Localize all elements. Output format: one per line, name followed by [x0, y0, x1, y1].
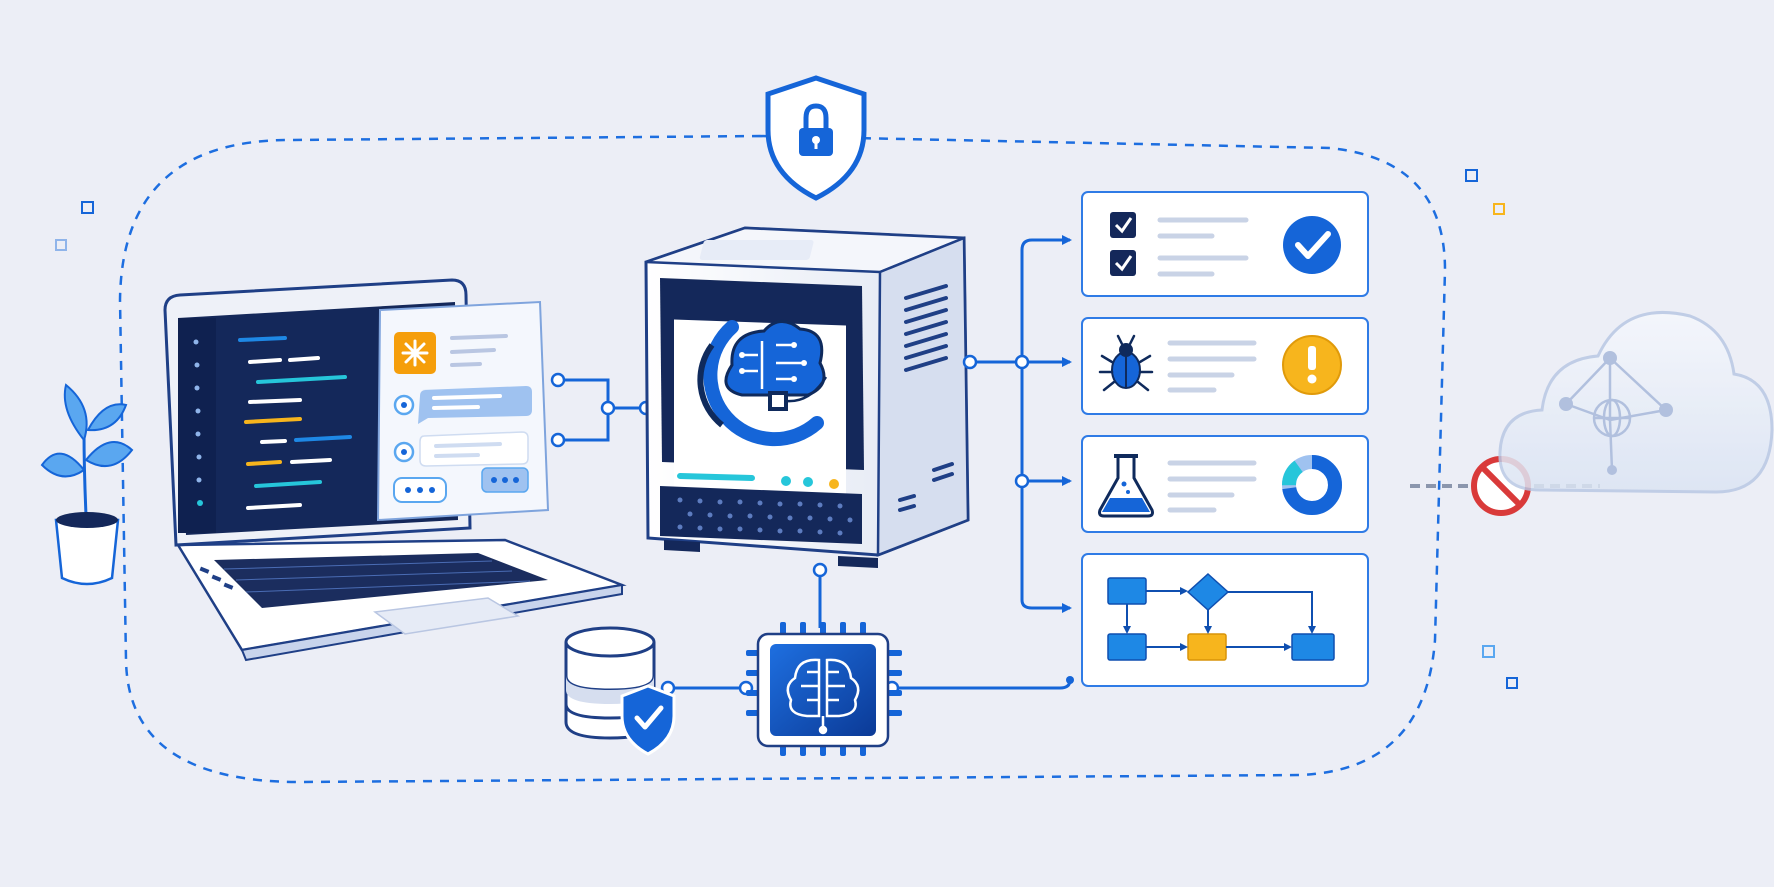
link-server-panels — [970, 238, 1070, 610]
chat-panel-icon — [376, 300, 550, 522]
task-panel-workflow — [1081, 553, 1369, 687]
link-chip-workflow — [892, 679, 1072, 690]
server-box-icon — [644, 226, 970, 568]
bug-icon — [1098, 334, 1154, 392]
trust-boundary — [118, 134, 1447, 784]
warning-circle-icon — [1282, 335, 1342, 395]
cloud-network-icon — [1498, 311, 1774, 494]
task-panel-review — [1081, 191, 1369, 297]
link-laptop-server — [558, 378, 646, 442]
flowchart-icon — [1107, 572, 1335, 661]
ai-brain-logo-icon — [697, 320, 828, 447]
decor-squares — [55, 169, 1518, 689]
task-panel-debug — [1081, 317, 1369, 415]
shield-lock-icon — [765, 75, 867, 201]
flask-icon — [1098, 454, 1154, 518]
checklist-icon — [1110, 212, 1136, 276]
task-panel-test — [1081, 435, 1369, 533]
potted-plant-icon — [40, 383, 134, 586]
shield-check-icon — [620, 684, 676, 756]
donut-chart-icon — [1282, 455, 1342, 515]
ai-chip-icon — [746, 622, 902, 756]
code-editor-icon — [178, 318, 352, 533]
check-circle-icon — [1283, 216, 1341, 274]
sparkle-icon — [394, 332, 436, 374]
